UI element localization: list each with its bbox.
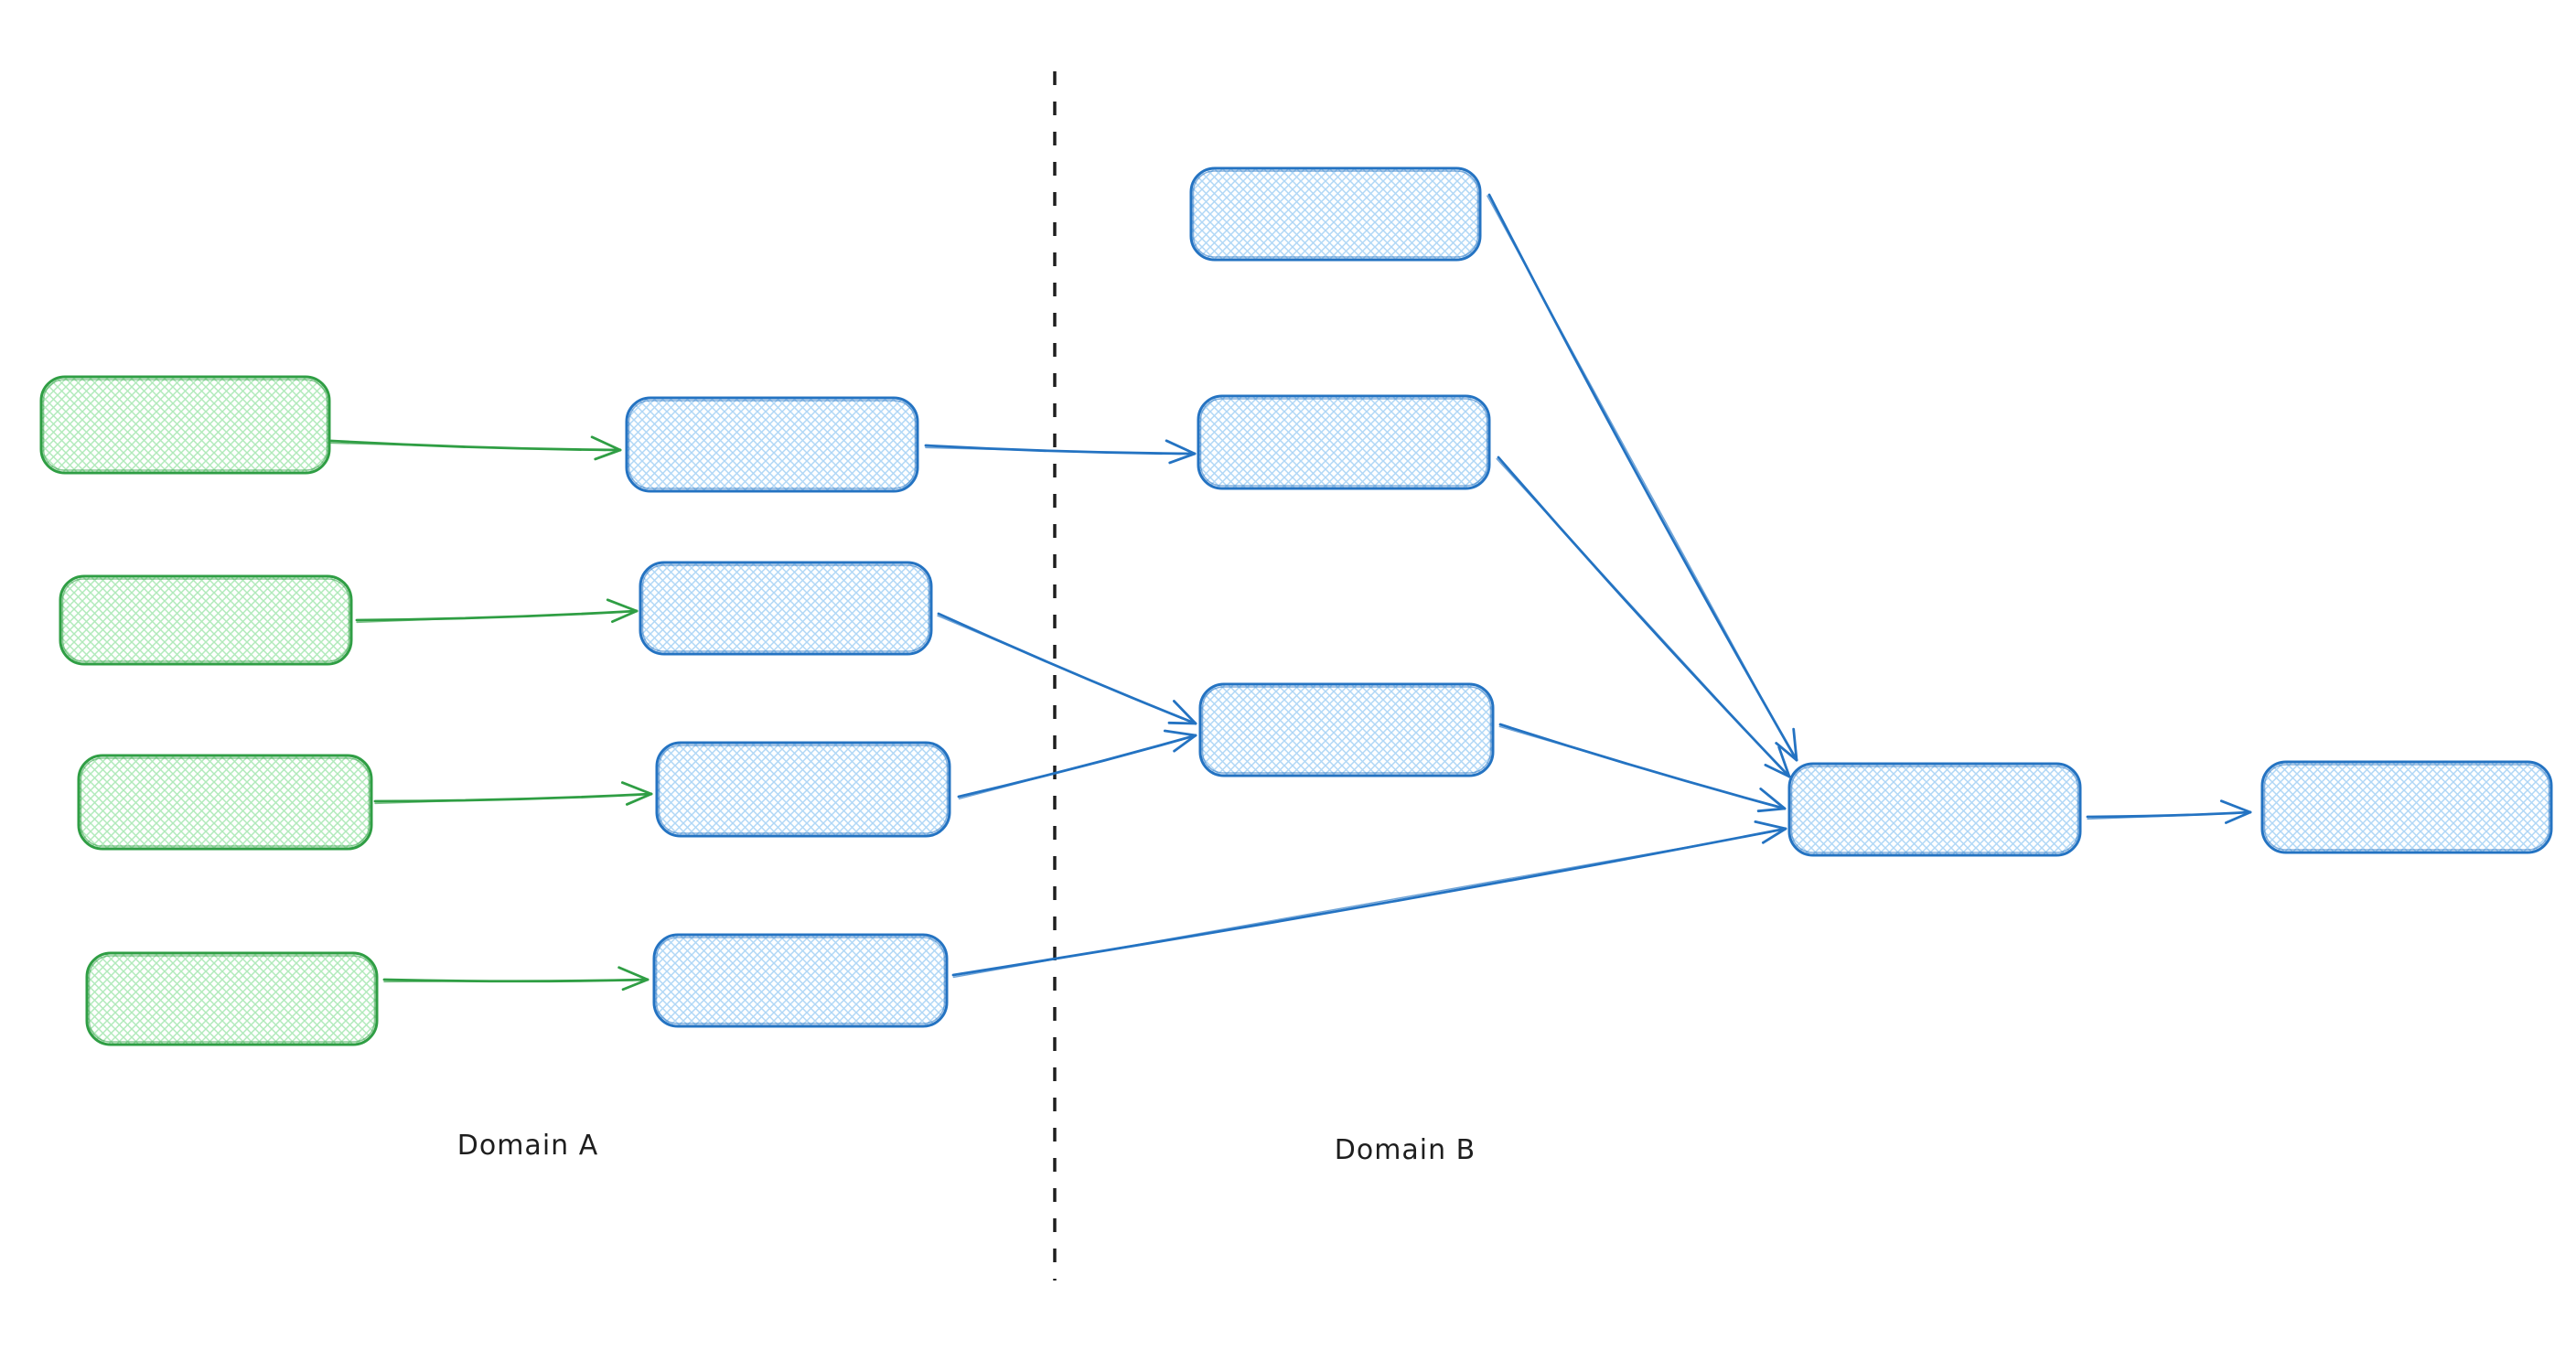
node-green-source-3 <box>77 754 373 851</box>
edge-domain-a-1-to-domain-b-2 <box>924 439 1197 465</box>
node-green-source-1 <box>39 375 331 475</box>
domain-a-label: Domain A <box>457 1130 598 1162</box>
edge-domain-b-2-to-merge-node <box>1496 456 1791 778</box>
node-domain-a-2 <box>639 561 933 656</box>
edge-green-source-3-to-domain-a-3 <box>373 781 653 806</box>
node-domain-a-4 <box>652 933 949 1028</box>
node-green-source-4 <box>85 951 379 1046</box>
node-domain-b-2 <box>1197 394 1491 490</box>
domain-b-label: Domain B <box>1335 1134 1476 1166</box>
edge-green-source-4-to-domain-a-4 <box>382 966 649 991</box>
node-domain-b-1 <box>1189 166 1482 262</box>
node-domain-a-1 <box>625 396 919 493</box>
edges-layer <box>329 193 2252 991</box>
edge-domain-b-1-to-merge-node <box>1487 193 1798 762</box>
edge-green-source-1-to-domain-a-1 <box>329 435 622 461</box>
node-merge-node <box>1787 762 2082 857</box>
edge-domain-a-4-to-merge-node <box>951 820 1787 979</box>
node-domain-a-3 <box>655 741 951 838</box>
node-final-node <box>2260 760 2553 854</box>
node-green-source-2 <box>59 574 353 666</box>
edge-domain-a-2-to-domain-b-3 <box>937 612 1197 725</box>
node-domain-b-3 <box>1198 682 1495 777</box>
edge-domain-a-3-to-domain-b-3 <box>957 729 1197 800</box>
edge-domain-b-3-to-merge-node <box>1498 723 1787 813</box>
edge-merge-node-to-final-node <box>2086 799 2252 824</box>
nodes-layer <box>39 166 2553 1046</box>
edge-green-source-2-to-domain-a-2 <box>355 598 639 624</box>
